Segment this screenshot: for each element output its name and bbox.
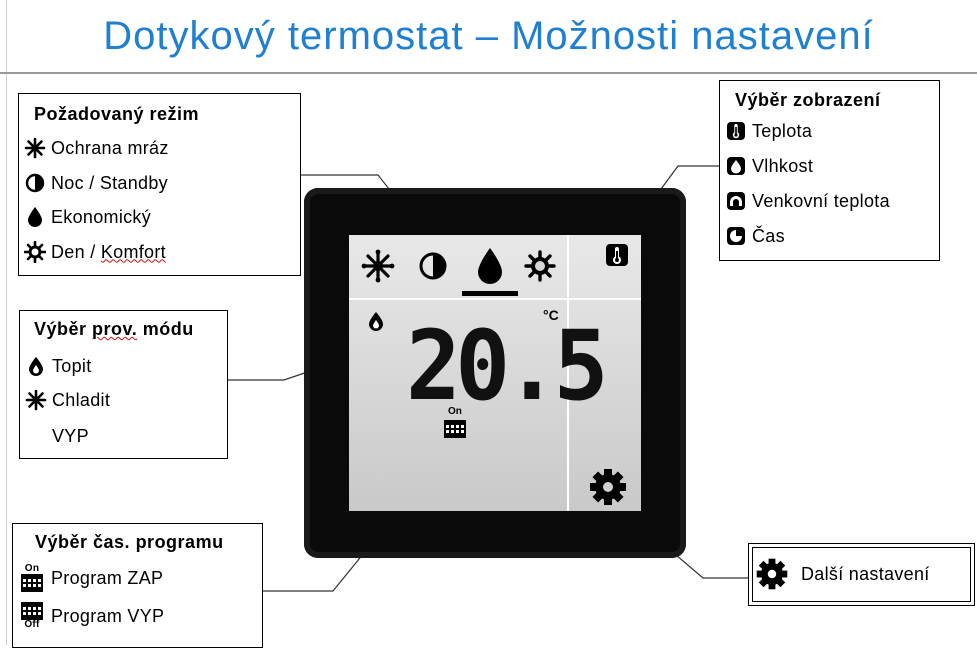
snowflake-icon bbox=[24, 388, 48, 412]
snowflake-icon bbox=[23, 136, 47, 160]
empty-icon-slot bbox=[24, 424, 48, 448]
calendar-on-icon: On bbox=[17, 561, 47, 595]
mode-box: Požadovaný režim Ochrana mráz Noc / Stan… bbox=[18, 93, 301, 276]
title-divider bbox=[0, 72, 977, 74]
screen-snowflake-icon[interactable] bbox=[360, 248, 396, 284]
mode-item-night[interactable]: Noc / Standby bbox=[23, 171, 168, 195]
mode-box-heading: Požadovaný režim bbox=[34, 104, 200, 124]
operation-item-label: Topit bbox=[52, 355, 92, 376]
display-box: Výběr zobrazení Teplota Vlhkost Venkovní… bbox=[719, 80, 940, 261]
calendar-on-text: On bbox=[24, 563, 40, 574]
operation-item-off[interactable]: VYP bbox=[24, 424, 89, 448]
page-left-edge bbox=[6, 0, 7, 645]
flame-icon bbox=[24, 354, 48, 378]
mode-item-label-prefix: Den / bbox=[51, 241, 101, 262]
operation-heading-suffix: módu bbox=[137, 319, 194, 339]
operation-item-label: VYP bbox=[52, 425, 89, 446]
operation-mode-box: Výběr prov. módu Topit Chladit VYP bbox=[19, 310, 228, 459]
selected-mode-underline bbox=[462, 291, 518, 296]
screen-drop-icon[interactable] bbox=[474, 246, 506, 286]
program-item-label: Program VYP bbox=[51, 605, 165, 626]
operation-box-heading: Výběr prov. módu bbox=[34, 319, 194, 340]
further-settings-label: Další nastavení bbox=[801, 564, 930, 584]
mode-item-eco[interactable]: Ekonomický bbox=[23, 205, 151, 229]
operation-item-cool[interactable]: Chladit bbox=[24, 388, 110, 412]
mode-item-comfort[interactable]: Den / Komfort bbox=[23, 240, 166, 264]
mode-item-label-underlined: Komfort bbox=[100, 241, 166, 262]
program-on-label: On bbox=[448, 406, 462, 417]
display-item-label: Venkovní teplota bbox=[752, 190, 890, 211]
program-item-on[interactable]: On Program ZAP bbox=[17, 561, 163, 595]
screen-sun-icon[interactable] bbox=[524, 250, 556, 282]
display-box-heading: Výběr zobrazení bbox=[735, 90, 881, 110]
screen-flame-icon[interactable] bbox=[368, 311, 384, 331]
mode-item-label: Ekonomický bbox=[51, 206, 152, 227]
calendar-off-icon: Off bbox=[17, 599, 47, 633]
outdoor-temp-icon bbox=[724, 189, 748, 213]
drop-icon bbox=[23, 205, 47, 229]
operation-heading-prefix: Výběr bbox=[34, 319, 93, 339]
display-item-humidity[interactable]: Vlhkost bbox=[724, 154, 813, 178]
display-item-label: Teplota bbox=[752, 120, 813, 141]
operation-item-heat[interactable]: Topit bbox=[24, 354, 92, 378]
thermometer-icon bbox=[724, 119, 748, 143]
display-item-time[interactable]: Čas bbox=[724, 224, 785, 248]
screen-divider-horizontal bbox=[349, 298, 641, 300]
clock-icon bbox=[724, 224, 748, 248]
screen-divider-vertical bbox=[567, 235, 569, 511]
operation-item-label: Chladit bbox=[52, 389, 111, 410]
temperature-unit: °C bbox=[543, 307, 559, 323]
further-settings-box[interactable]: Další nastavení bbox=[748, 543, 975, 606]
screen-half-moon-icon[interactable] bbox=[418, 251, 448, 281]
program-box-heading: Výběr čas. programu bbox=[35, 532, 224, 552]
display-item-label: Vlhkost bbox=[752, 155, 814, 176]
half-moon-icon bbox=[23, 171, 47, 195]
screen-gear-icon[interactable] bbox=[588, 467, 628, 507]
calendar-off-text: Off bbox=[24, 619, 40, 630]
humidity-icon bbox=[724, 154, 748, 178]
display-item-outdoor-temperature[interactable]: Venkovní teplota bbox=[724, 189, 890, 213]
program-item-off[interactable]: Off Program VYP bbox=[17, 599, 164, 633]
operation-heading-underlined: prov. bbox=[92, 319, 138, 339]
screen-thermometer-icon[interactable] bbox=[605, 243, 629, 267]
mode-item-label: Ochrana mráz bbox=[51, 137, 169, 158]
sun-icon bbox=[23, 240, 47, 264]
mode-item-frost[interactable]: Ochrana mráz bbox=[23, 136, 169, 160]
mode-item-label: Noc / Standby bbox=[51, 172, 168, 193]
display-item-label: Čas bbox=[752, 225, 785, 246]
gear-icon bbox=[756, 558, 788, 590]
temperature-readout: 20.5 bbox=[406, 310, 609, 422]
further-settings-inner-border bbox=[752, 547, 971, 602]
page-title: Dotykový termostat – Možnosti nastavení bbox=[103, 14, 874, 58]
program-item-label: Program ZAP bbox=[51, 567, 164, 588]
display-item-temperature[interactable]: Teplota bbox=[724, 119, 812, 143]
screen-calendar-icon[interactable] bbox=[443, 419, 467, 439]
program-box: Výběr čas. programu On Program ZAP Off P… bbox=[12, 523, 263, 648]
